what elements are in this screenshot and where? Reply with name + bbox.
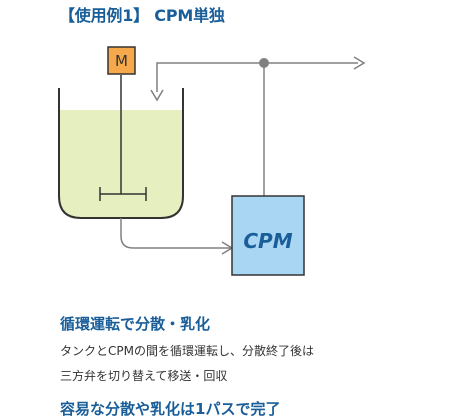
description-line-1: タンクとCPMの間を循環運転し、分散終了後は (60, 344, 314, 358)
three-way-valve (259, 58, 269, 68)
feed-pipe (120, 218, 232, 249)
cpm-label: CPM (243, 229, 292, 253)
description-line-2: 三方弁を切り替えて移送・回収 (60, 369, 228, 383)
motor-label: M (115, 52, 128, 70)
section-footer-heading: 容易な分散や乳化は1パスで完了 (60, 400, 281, 418)
page-title: 【使用例1】 CPM単独 (59, 6, 225, 25)
return-arrow-icon (150, 89, 164, 102)
cpm-unit (231, 195, 305, 276)
outlet-arrow-icon (353, 56, 366, 70)
process-diagram: M CPM (58, 46, 366, 276)
section-heading: 循環運転で分散・乳化 (60, 315, 211, 333)
return-pipe (156, 62, 265, 196)
motor-box (107, 46, 136, 75)
